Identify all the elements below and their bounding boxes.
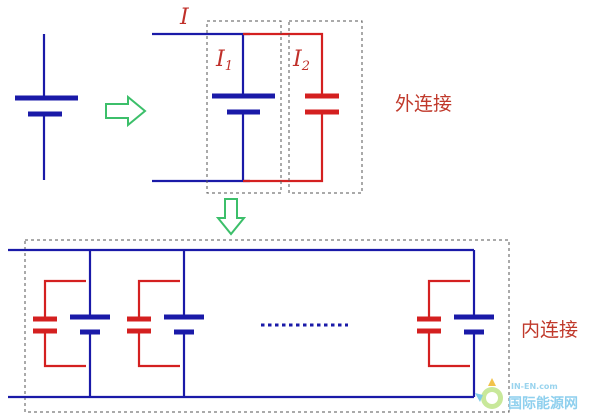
internal-connection-label: 内连接: [521, 319, 578, 341]
cell-unit-1-red-bottom-wire: [43, 333, 86, 368]
current-2-label: I2: [292, 47, 310, 74]
watermark-logo-icon: [475, 378, 503, 409]
capacitor-2-box: [288, 20, 363, 194]
cell-unit-2-red-bottom-wire: [137, 333, 180, 368]
external-connection-label: 外连接: [395, 93, 452, 115]
capacitor-1-box: [206, 20, 282, 194]
current-1-label: I1: [215, 47, 233, 74]
internal-connection-circuit: [8, 239, 510, 413]
cell-unit-3-red-top-wire: [427, 279, 470, 317]
watermark-site-text: IN-EN.com: [511, 382, 558, 391]
single-capacitor-symbol: [15, 34, 78, 180]
cell-unit-1-red-top-wire: [43, 279, 86, 317]
watermark: IN-EN.com 国际能源网: [475, 378, 578, 412]
cell-unit-2-red-top-wire: [137, 279, 180, 317]
external-connection-circuit: [152, 20, 363, 194]
right-arrow-icon: [105, 94, 147, 128]
watermark-name-text: 国际能源网: [508, 395, 578, 412]
internal-connection-box: [24, 239, 510, 413]
cell-units: [33, 250, 494, 397]
current-total-label: I: [179, 5, 190, 30]
down-arrow-icon: [215, 198, 247, 236]
cell-unit-3-red-bottom-wire: [427, 333, 470, 368]
